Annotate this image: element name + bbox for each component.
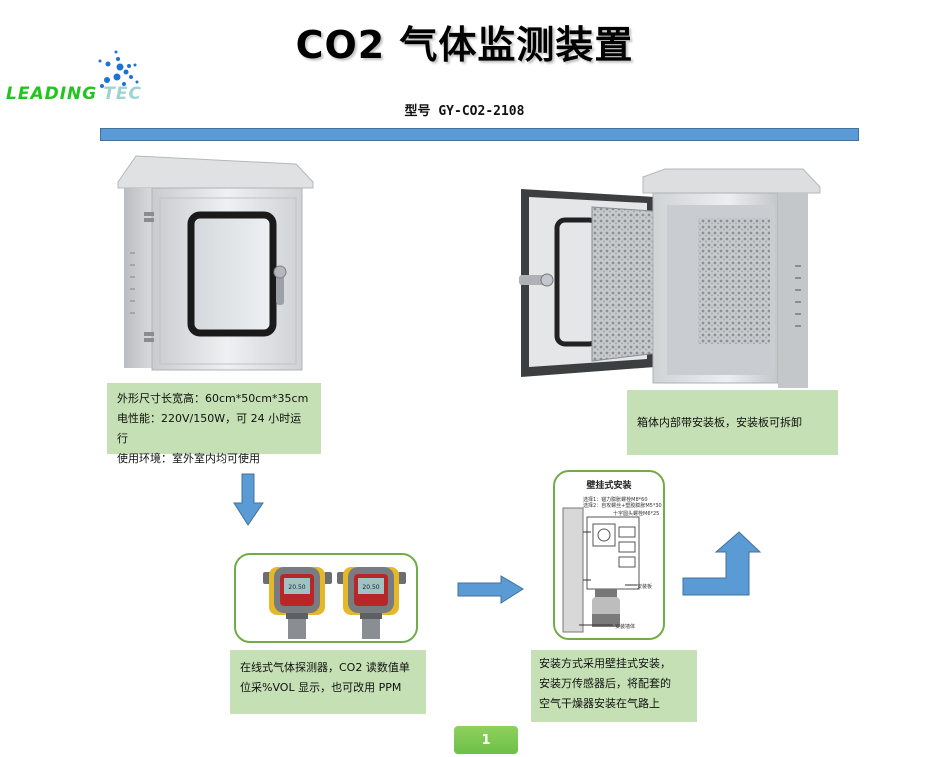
wall-mount-diagram-box: 壁挂式安装 选择1：锚力膨胀螺栓M8*60 选择2：自攻螺丝+塑胶膨胀M5*30…: [553, 470, 665, 640]
open-enclosure-image: [519, 168, 821, 388]
gas-detectors-image-box: 20.50 20.50: [234, 553, 418, 643]
mounting-plate-box: 箱体内部带安装板，安装板可拆卸: [627, 390, 838, 455]
arrow-elbow-up-icon: [682, 531, 762, 596]
logo-dots-icon: [98, 50, 139, 88]
gas-detector-2: 20.50: [337, 567, 406, 639]
detector-1-reading: 20.50: [288, 584, 305, 591]
wall-mount-description-box: 安装方式采用壁挂式安装， 安装万传感器后，将配套的 空气干燥器安装在气路上: [531, 650, 697, 722]
closed-enclosure-image: [117, 155, 314, 371]
spec-environment: 使用环境：室外室内均可使用: [117, 452, 260, 465]
arrow-right-icon: [457, 575, 524, 604]
wall-mount-desc-line-2: 安装万传感器后，将配套的: [539, 677, 671, 690]
wall-mount-diagram: [562, 507, 640, 633]
detector-desc-line-1: 在线式气体探测器，CO2 读数值单: [240, 661, 410, 674]
wall-mount-label-option2: 选择2：自攻螺丝+塑胶膨胀M5*30: [583, 503, 662, 509]
gas-detector-1: 20.50: [263, 567, 332, 639]
model-number: 型号 GY-CO2-2108: [404, 104, 525, 119]
header-divider-bar: [100, 128, 859, 141]
detector-description-box: 在线式气体探测器，CO2 读数值单 位采%VOL 显示，也可改用 PPM: [230, 650, 426, 714]
wall-mount-label-wall: 安装墙体: [615, 624, 636, 630]
page-title: CO2 气体监测装置: [295, 23, 634, 67]
detector-2-reading: 20.50: [362, 584, 379, 591]
wall-mount-desc-line-1: 安装方式采用壁挂式安装，: [539, 657, 671, 670]
wall-mount-diagram-title: 壁挂式安装: [586, 481, 632, 491]
logo-text-leading: LEADING: [6, 84, 98, 104]
spec-electrical: 电性能：220V/150W，可 24 小时运行: [117, 412, 302, 445]
enclosure-specs-box: 外形尺寸长宽高：60cm*50cm*35cm 电性能：220V/150W，可 2…: [107, 383, 321, 465]
mounting-plate-text: 箱体内部带安装板，安装板可拆卸: [637, 415, 802, 429]
wall-mount-label-option1: 选择1：锚力膨胀螺栓M8*60: [583, 497, 648, 503]
wall-mount-label-screw: 十字圆头螺栓M6*25: [613, 511, 660, 517]
page-number-badge: 1: [454, 726, 518, 754]
spec-dimensions: 外形尺寸长宽高：60cm*50cm*35cm: [117, 392, 309, 405]
wall-mount-label-plate: 安装板: [637, 584, 653, 590]
gas-detectors-image: 20.50 20.50: [263, 567, 406, 639]
detector-desc-line-2: 位采%VOL 显示，也可改用 PPM: [240, 681, 402, 694]
logo-text-tec: TEC: [103, 84, 142, 104]
arrow-down-icon: [233, 473, 264, 526]
wall-mount-desc-line-3: 空气干燥器安装在气路上: [539, 697, 660, 710]
